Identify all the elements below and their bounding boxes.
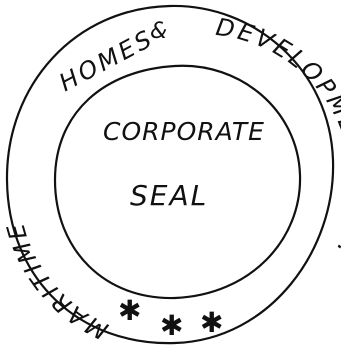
- star-2: ✱: [160, 309, 183, 342]
- center-seal: SEAL: [130, 179, 208, 212]
- center-corporate: CORPORATE: [103, 117, 265, 146]
- star-3: ✱: [200, 306, 223, 339]
- seal-outer-ring: [5, 4, 335, 345]
- ring-text-left: MARITIME: [1, 218, 113, 345]
- ring-ampersand: &: [150, 19, 167, 44]
- seal-inner-ring: [53, 64, 302, 300]
- star-1: ✱: [118, 294, 141, 327]
